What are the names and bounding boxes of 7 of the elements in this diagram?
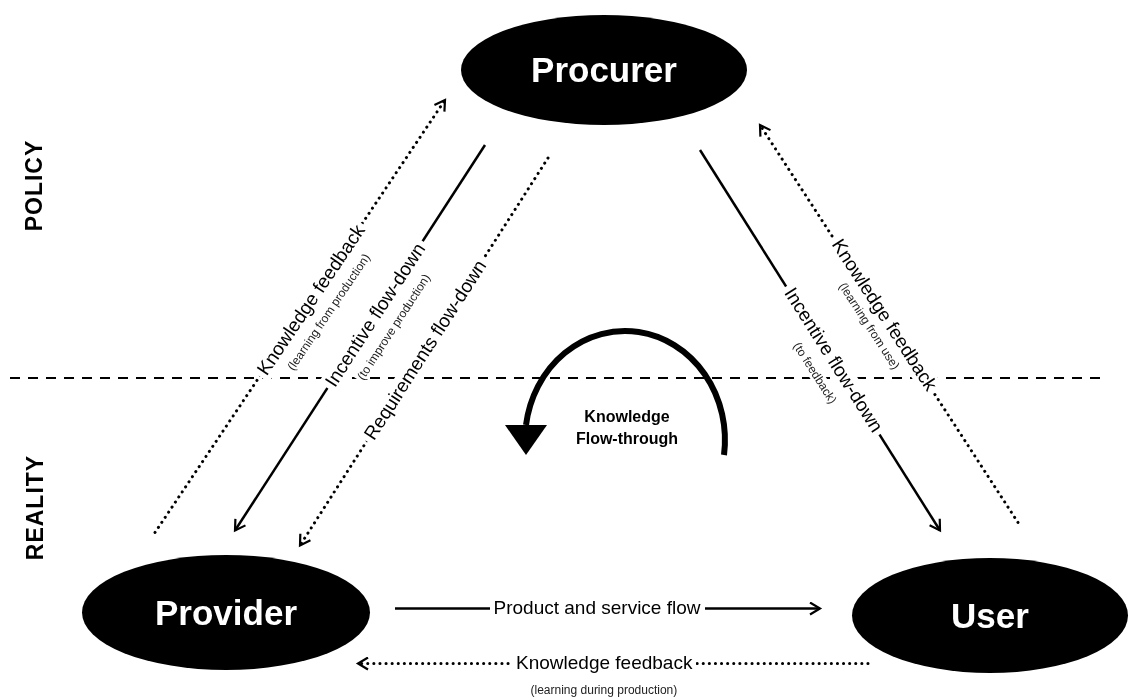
edge-sublabel: (learning during production): [528, 683, 680, 697]
axis-label: POLICY: [21, 139, 49, 231]
node-label: Procurer: [531, 50, 677, 90]
axis-label: REALITY: [21, 454, 49, 560]
node-label: Provider: [155, 592, 297, 633]
node-label: User: [951, 595, 1029, 636]
flow-label: Knowledge Flow-through: [574, 407, 680, 449]
